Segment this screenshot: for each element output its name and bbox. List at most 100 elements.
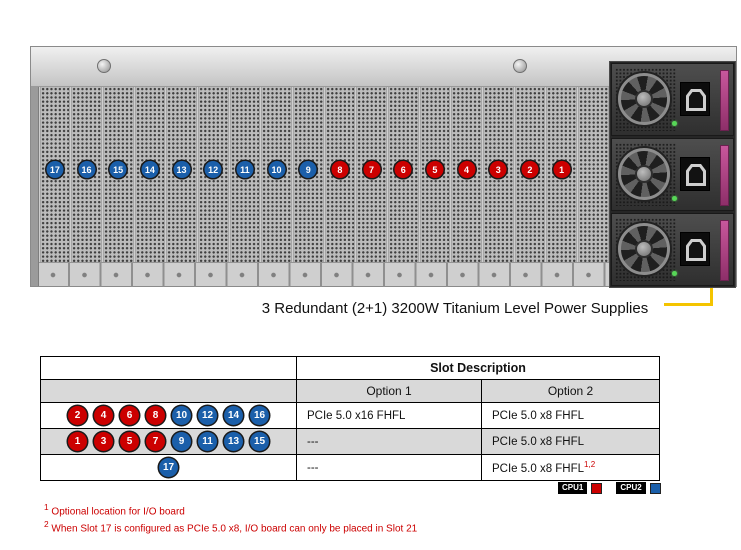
psu-status-led bbox=[672, 196, 677, 201]
chassis-bottom-rail bbox=[39, 262, 609, 287]
chassis-slot-label-3: 3 bbox=[489, 161, 507, 178]
chassis-slot-label-5: 5 bbox=[426, 161, 444, 178]
table-slot-label-3: 3 bbox=[94, 432, 113, 451]
chassis-slot-label-10: 10 bbox=[268, 161, 286, 178]
slot-panel-2: 2 bbox=[514, 87, 546, 262]
chassis-slot-label-7: 7 bbox=[363, 161, 381, 178]
slot-panel-14: 14 bbox=[134, 87, 166, 262]
slot-panel-15: 15 bbox=[102, 87, 134, 262]
cpu2-color-swatch bbox=[649, 482, 661, 494]
footnotes: 1 Optional location for I/O board 2 When… bbox=[44, 501, 417, 536]
table-slot-label-11: 11 bbox=[198, 432, 217, 451]
ac-inlet-core bbox=[689, 92, 703, 108]
slot-panel-3: 3 bbox=[482, 87, 514, 262]
row3-option1: --- bbox=[296, 454, 482, 481]
chassis-slot-label-11: 11 bbox=[236, 161, 254, 178]
chassis-slot-label-9: 9 bbox=[299, 161, 317, 178]
chassis-slot-label-14: 14 bbox=[141, 161, 159, 178]
cpu-legend: CPU1 CPU2 bbox=[558, 482, 661, 494]
chassis-slot-label-16: 16 bbox=[78, 161, 95, 178]
callout-line-icon bbox=[710, 287, 713, 304]
table-slot-label-13: 13 bbox=[224, 432, 243, 451]
row1-option2: PCIe 5.0 x8 FHFL bbox=[481, 402, 660, 429]
footnote-1: 1 Optional location for I/O board bbox=[44, 501, 417, 518]
table-corner-cell bbox=[40, 356, 297, 380]
ac-inlet-icon bbox=[680, 82, 710, 116]
chassis-slot-label-15: 15 bbox=[109, 161, 127, 178]
chassis-slot-label-4: 4 bbox=[458, 161, 476, 178]
chassis-left-wall bbox=[31, 87, 39, 286]
table-title: Slot Description bbox=[296, 356, 660, 380]
slot-panel-8: 8 bbox=[324, 87, 356, 262]
slot-panel-5: 5 bbox=[419, 87, 451, 262]
ac-inlet-core bbox=[689, 242, 703, 258]
slot-panel-12: 12 bbox=[197, 87, 229, 262]
table-slot-label-9: 9 bbox=[172, 432, 191, 451]
psu-release-handle bbox=[720, 145, 729, 206]
slot-panel-11: 11 bbox=[229, 87, 261, 262]
slot-panel-10: 10 bbox=[261, 87, 292, 262]
chassis-slot-label-1: 1 bbox=[553, 161, 571, 178]
table-slot-label-12: 12 bbox=[198, 406, 217, 425]
psu-fan-icon bbox=[618, 223, 670, 275]
table-slot-label-14: 14 bbox=[224, 406, 243, 425]
psu-callout-text: 3 Redundant (2+1) 3200W Titanium Level P… bbox=[261, 300, 649, 317]
table-slot-label-2: 2 bbox=[68, 406, 87, 425]
slot-panel-17: 17 bbox=[39, 87, 71, 262]
cpu1-color-swatch bbox=[591, 482, 603, 494]
psu-status-led bbox=[672, 271, 677, 276]
row3-option2-text: PCIe 5.0 x8 FHFL bbox=[492, 462, 585, 475]
ac-inlet-icon bbox=[680, 232, 710, 266]
row1-option1: PCIe 5.0 x16 FHFL bbox=[296, 402, 482, 429]
screw-icon bbox=[513, 59, 527, 73]
footnote-1-marker: 1 bbox=[44, 502, 49, 512]
row2-option1: --- bbox=[296, 428, 482, 455]
table-slot-label-17: 17 bbox=[159, 458, 178, 477]
chassis-slot-label-8: 8 bbox=[331, 161, 349, 178]
psu-column bbox=[609, 61, 736, 288]
ac-inlet-core bbox=[689, 167, 703, 183]
table-slot-label-6: 6 bbox=[120, 406, 139, 425]
chassis-slot-label-13: 13 bbox=[173, 161, 191, 178]
psu-module-2 bbox=[611, 138, 734, 211]
cpu1-legend-label: CPU1 bbox=[558, 482, 588, 494]
psu-fan-icon bbox=[618, 148, 670, 200]
slot-panel-6: 6 bbox=[387, 87, 419, 262]
callout-line-icon bbox=[664, 303, 713, 306]
table-slot-label-4: 4 bbox=[94, 406, 113, 425]
slot-panel-1: 1 bbox=[546, 87, 577, 262]
chassis-slot-label-12: 12 bbox=[204, 161, 222, 178]
slot-panel-9: 9 bbox=[292, 87, 324, 262]
psu-release-handle bbox=[720, 70, 729, 131]
slot-panel-7: 7 bbox=[356, 87, 387, 262]
footnote-2: 2 When Slot 17 is configured as PCIe 5.0… bbox=[44, 518, 417, 535]
slot-panel-blank bbox=[577, 87, 609, 262]
option1-header: Option 1 bbox=[296, 379, 482, 403]
table-slot-label-1: 1 bbox=[68, 432, 87, 451]
chassis-slot-label-2: 2 bbox=[521, 161, 539, 178]
ac-inlet-icon bbox=[680, 157, 710, 191]
fan-hub-icon bbox=[635, 240, 653, 258]
row2-option2: PCIe 5.0 x8 FHFL bbox=[481, 428, 660, 455]
footnote-1-text: Optional location for I/O board bbox=[51, 506, 185, 518]
fan-hub-icon bbox=[635, 90, 653, 108]
table-slot-label-7: 7 bbox=[146, 432, 165, 451]
table-empty-cell bbox=[40, 379, 297, 403]
footnote-2-marker: 2 bbox=[44, 519, 49, 530]
chassis-slot-label-6: 6 bbox=[394, 161, 412, 178]
slot-panel-13: 13 bbox=[166, 87, 197, 262]
psu-module-3 bbox=[611, 213, 734, 286]
cpu2-legend-label: CPU2 bbox=[616, 482, 646, 494]
table-slot-label-10: 10 bbox=[172, 406, 191, 425]
fan-hub-icon bbox=[635, 165, 653, 183]
table-slot-label-5: 5 bbox=[120, 432, 139, 451]
slot-panel-4: 4 bbox=[451, 87, 482, 262]
psu-release-handle bbox=[720, 220, 729, 281]
psu-status-led bbox=[672, 121, 677, 126]
